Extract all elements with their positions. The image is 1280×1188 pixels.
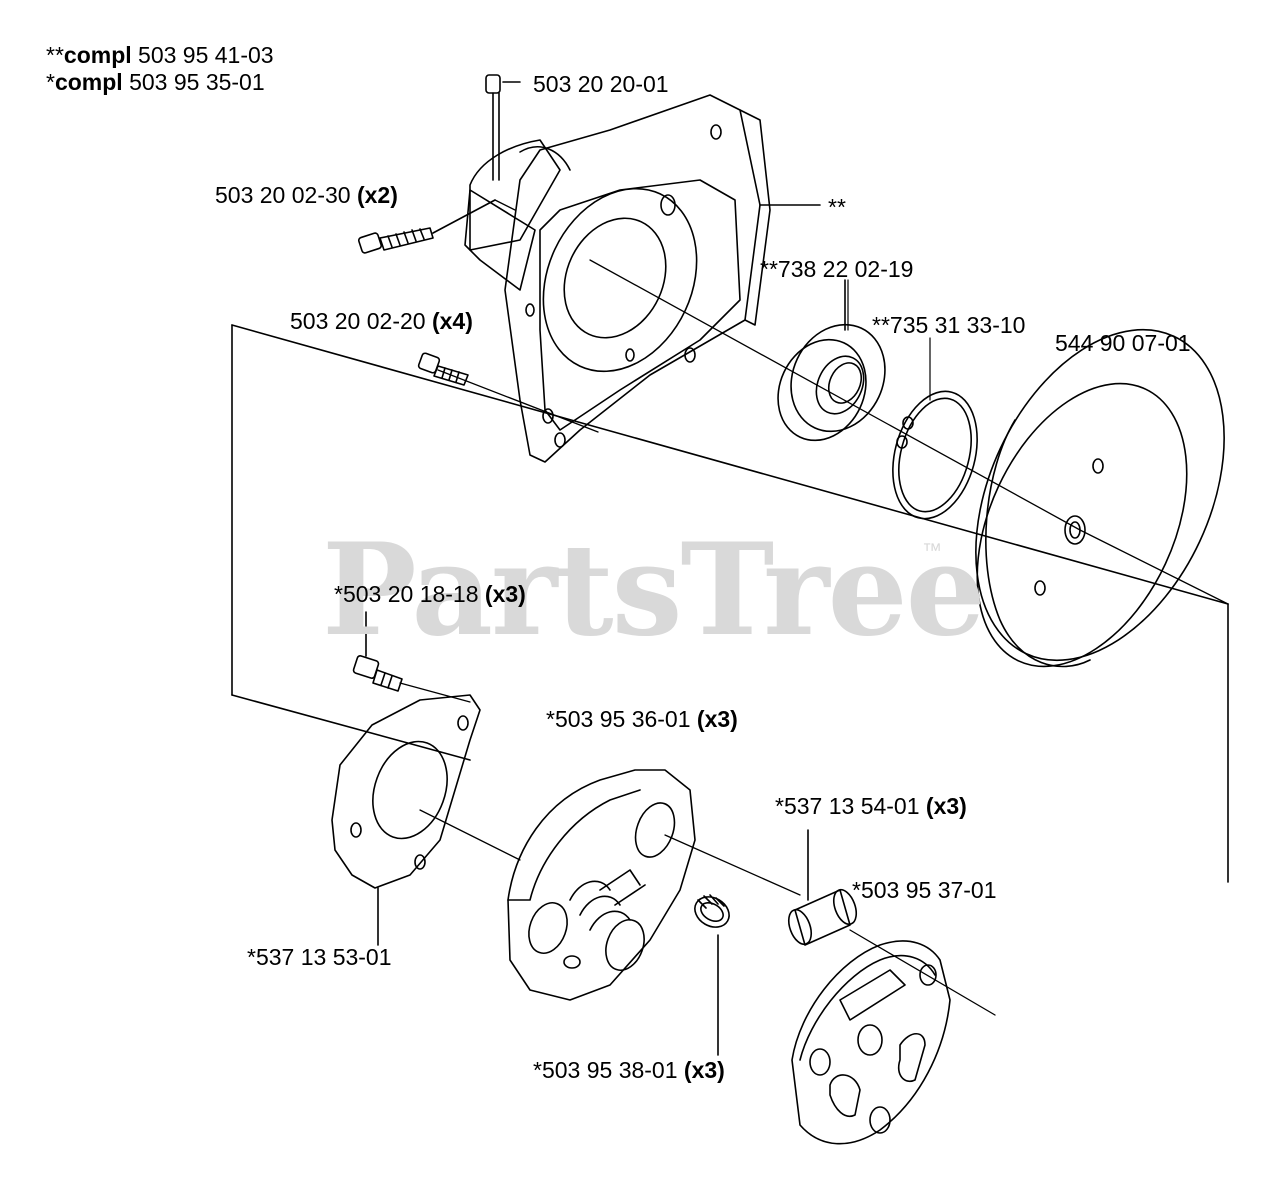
shoulder-screw xyxy=(352,611,403,692)
clutch-shoes xyxy=(507,769,696,1001)
side-screw xyxy=(357,199,496,254)
trademark-mark: ™ xyxy=(922,540,942,562)
label-side-screw: 503 20 02-30 (x2) xyxy=(215,182,398,208)
label-washer-plate: *537 13 53-01 xyxy=(247,944,392,970)
label-drum: 544 90 07-01 xyxy=(1055,330,1191,356)
watermark: PartsTree xyxy=(322,516,986,664)
label-housing: ** xyxy=(828,194,846,220)
assembly-label-secondary: *compl 503 95 35-01 xyxy=(46,69,265,95)
label-spring: *503 95 38-01 (x3) xyxy=(533,1057,725,1083)
assembly-bracket xyxy=(231,324,1229,883)
bearing xyxy=(777,279,886,442)
label-circlip: **735 31 33-10 xyxy=(872,312,1026,338)
label-lower-screw: 503 20 02-20 (x4) xyxy=(290,308,473,334)
label-sleeve: *537 13 54-01 (x3) xyxy=(775,793,967,819)
label-bearing: **738 22 02-19 xyxy=(760,256,914,282)
clutch-housing xyxy=(464,94,821,463)
circlip xyxy=(892,390,978,520)
label-shoulder-screw: *503 20 18-18 (x3) xyxy=(334,581,526,607)
spring xyxy=(694,894,730,1056)
assembly-label-primary: **compl 503 95 41-03 xyxy=(46,42,274,68)
label-top-screw: 503 20 20-01 xyxy=(533,71,669,97)
hub-plate xyxy=(791,940,951,1145)
washer-plate xyxy=(331,694,481,946)
label-hub: *503 95 37-01 xyxy=(852,877,997,903)
label-shoe: *503 95 36-01 (x3) xyxy=(546,706,738,732)
clutch-drum xyxy=(975,328,1225,668)
leader-lines xyxy=(847,279,931,401)
sleeve xyxy=(787,829,858,946)
lower-axis-line xyxy=(399,682,996,1016)
top-screw xyxy=(485,74,521,181)
lower-screw xyxy=(417,352,469,386)
